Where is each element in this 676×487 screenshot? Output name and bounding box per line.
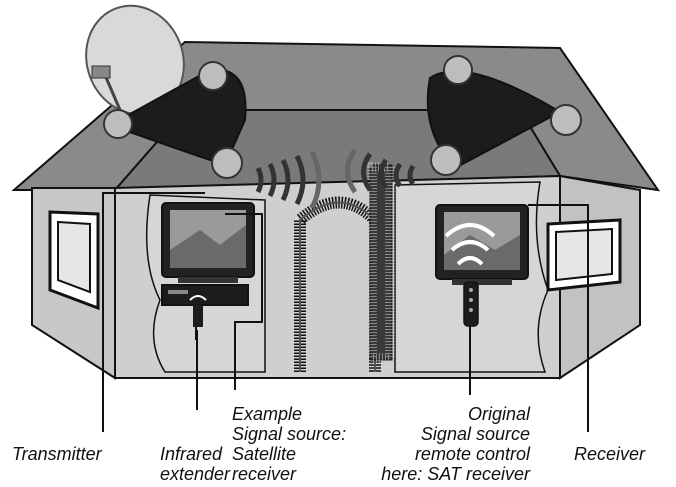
- receiver-device-icon: [426, 55, 582, 176]
- label-line: here: SAT receiver: [381, 464, 530, 484]
- remote-control-icon: [463, 281, 479, 327]
- tv-icon: [161, 202, 255, 283]
- label-infrared-extender: Infrared extender: [160, 444, 230, 484]
- signal-wave-icon: [345, 148, 416, 194]
- signal-wave-icon: [444, 223, 496, 266]
- signal-wave-icon: [255, 150, 322, 210]
- label-transmitter: Transmitter: [12, 444, 102, 464]
- left-window: [48, 210, 100, 311]
- label-original-source: Original Signal source remote control he…: [381, 404, 530, 484]
- label-line: Original: [467, 404, 530, 424]
- label-line: Signal source: [420, 424, 530, 444]
- satellite-dish-icon: [85, 4, 185, 116]
- label-line: extender: [160, 464, 231, 484]
- label-line: receiver: [232, 464, 297, 484]
- sat-receiver-box-icon: [161, 284, 249, 306]
- right-window: [546, 218, 622, 292]
- transmitter-device-icon: [103, 61, 247, 179]
- label-line: Signal source:: [232, 424, 347, 444]
- label-line: Infrared: [160, 444, 223, 464]
- label-line: remote control: [414, 444, 530, 464]
- label-example-source: Example Signal source: Satellite receive…: [232, 404, 346, 484]
- leader-lines: [102, 192, 589, 432]
- label-line: Satellite: [232, 444, 297, 464]
- label-receiver: Receiver: [574, 444, 646, 464]
- label-line: Example: [232, 404, 303, 424]
